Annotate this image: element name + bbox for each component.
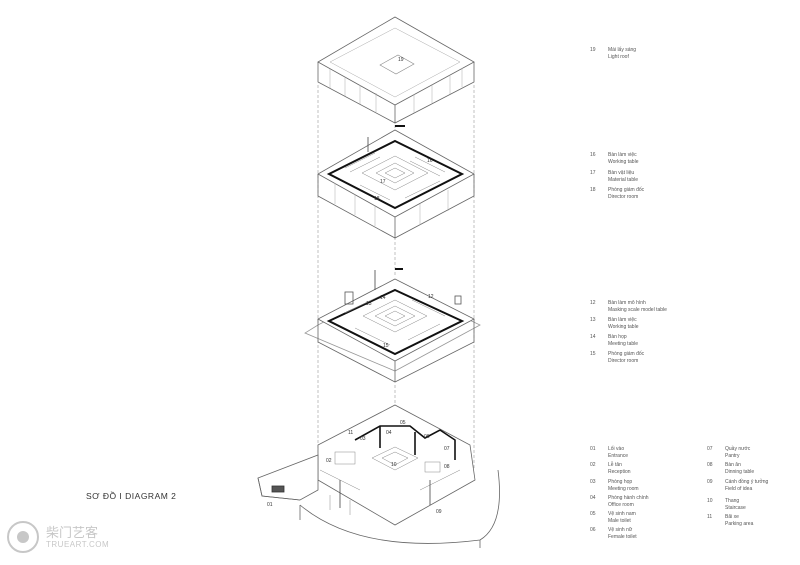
ground-label-06: 06: [424, 434, 430, 440]
legend-number: 12: [590, 300, 596, 306]
legend-number: 09: [707, 479, 713, 485]
ground-floor: [257, 404, 500, 548]
legend-english: Field of idea: [725, 486, 753, 492]
level1-label-13: 13: [366, 301, 372, 307]
legend-english: Male toilet: [608, 518, 631, 524]
roof-level: [317, 16, 475, 124]
level1-label-15: 15: [383, 343, 389, 349]
legend-vietnamese: Bãi xe: [725, 514, 739, 520]
level2-label-17: 17: [380, 179, 386, 185]
legend-vietnamese: Bàn họp: [608, 334, 627, 340]
legend-vietnamese: Phòng họp: [608, 479, 633, 485]
ground-label-04: 04: [386, 430, 392, 436]
roof-label-19: 19: [398, 57, 404, 63]
legend-number: 18: [590, 187, 596, 193]
legend-number: 15: [590, 351, 596, 357]
legend-english: Dinning table: [725, 469, 755, 475]
ground-label-03: 03: [360, 436, 366, 442]
legend-vietnamese: Bàn làm việc: [608, 317, 637, 323]
level-2: [317, 125, 475, 239]
legend-number: 10: [707, 498, 713, 504]
legend-english: Material table: [608, 177, 639, 183]
legend-vietnamese: Phòng giám đốc: [608, 351, 645, 357]
legend-english: Light roof: [608, 54, 629, 60]
legend-number: 19: [590, 47, 596, 53]
legend-number: 05: [590, 511, 596, 517]
legend-vietnamese: Vệ sinh nữ: [608, 527, 633, 533]
legend-vietnamese: Bàn làm mô hình: [608, 300, 646, 306]
legend-number: 14: [590, 334, 596, 340]
legend-number: 04: [590, 495, 596, 501]
diagram-title: SƠ ĐỒ I DIAGRAM 2: [86, 491, 177, 501]
legend-vietnamese: Thang: [725, 498, 740, 504]
legend-number: 02: [590, 462, 596, 468]
legend-vietnamese: Cánh đồng ý tưởng: [725, 479, 769, 485]
watermark-cn: 柴门艺客: [46, 526, 99, 541]
legend-english: Office room: [608, 502, 634, 508]
legend-vietnamese: Quầy nước: [725, 446, 751, 452]
legend-english: Pantry: [725, 453, 740, 459]
legend-english: Director room: [608, 194, 639, 200]
watermark-en: TRUEART.COM: [46, 540, 110, 549]
legend-number: 08: [707, 462, 713, 468]
legend-vietnamese: Bàn làm việc: [608, 152, 637, 158]
legend-english: Director room: [608, 358, 639, 364]
legend-number: 16: [590, 152, 596, 158]
legend-vietnamese: Bàn ăn: [725, 462, 741, 468]
legend-english: Female toilet: [608, 534, 637, 540]
legend-english: Entrance: [608, 453, 629, 459]
legend-vietnamese: Lễ tân: [608, 462, 622, 468]
legend-number: 13: [590, 317, 596, 323]
level2-label-16: 16: [427, 158, 433, 164]
legend-english: Working table: [608, 324, 639, 330]
legend-number: 07: [707, 446, 713, 452]
watermark: 柴门艺客 TRUEART.COM: [6, 520, 126, 556]
legend-vietnamese: Phòng hành chính: [608, 495, 649, 501]
ground-label-11: 11: [348, 430, 353, 436]
legend-number: 03: [590, 479, 596, 485]
watermark-logo-icon: [7, 521, 39, 553]
legend-vietnamese: Bàn vật liệu: [608, 170, 635, 176]
ground-label-09: 09: [436, 509, 442, 515]
legend-english: Staircase: [725, 505, 746, 511]
legend-number: 06: [590, 527, 596, 533]
legend-number: 01: [590, 446, 596, 452]
level-1: [304, 268, 481, 383]
level1-label-14: 14: [380, 295, 386, 301]
ground-label-01: 01: [267, 502, 273, 508]
legend-vietnamese: Vệ sinh nam: [608, 511, 636, 517]
legend-vietnamese: Phòng giám đốc: [608, 187, 645, 193]
legend-vietnamese: Lối vào: [608, 446, 625, 452]
legend-number: 17: [590, 170, 596, 176]
ground-label-07: 07: [444, 446, 450, 452]
legend-english: Meeting room: [608, 486, 639, 492]
legend-english: Working table: [608, 159, 639, 165]
legend-english: Meeting table: [608, 341, 639, 347]
ground-label-08: 08: [444, 464, 450, 470]
level2-label-18: 18: [374, 196, 380, 202]
ground-label-05: 05: [400, 420, 406, 426]
ground-label-10: 10: [391, 462, 397, 468]
legend-english: Parking area: [725, 521, 754, 527]
legend-number: 11: [707, 514, 713, 520]
legend-vietnamese: Mái lấy sáng: [608, 47, 637, 53]
legend-english: Masking scale model table: [608, 307, 667, 313]
level1-label-12: 12: [428, 294, 434, 300]
legend-english: Reception: [608, 469, 631, 475]
ground-label-02: 02: [326, 458, 332, 464]
